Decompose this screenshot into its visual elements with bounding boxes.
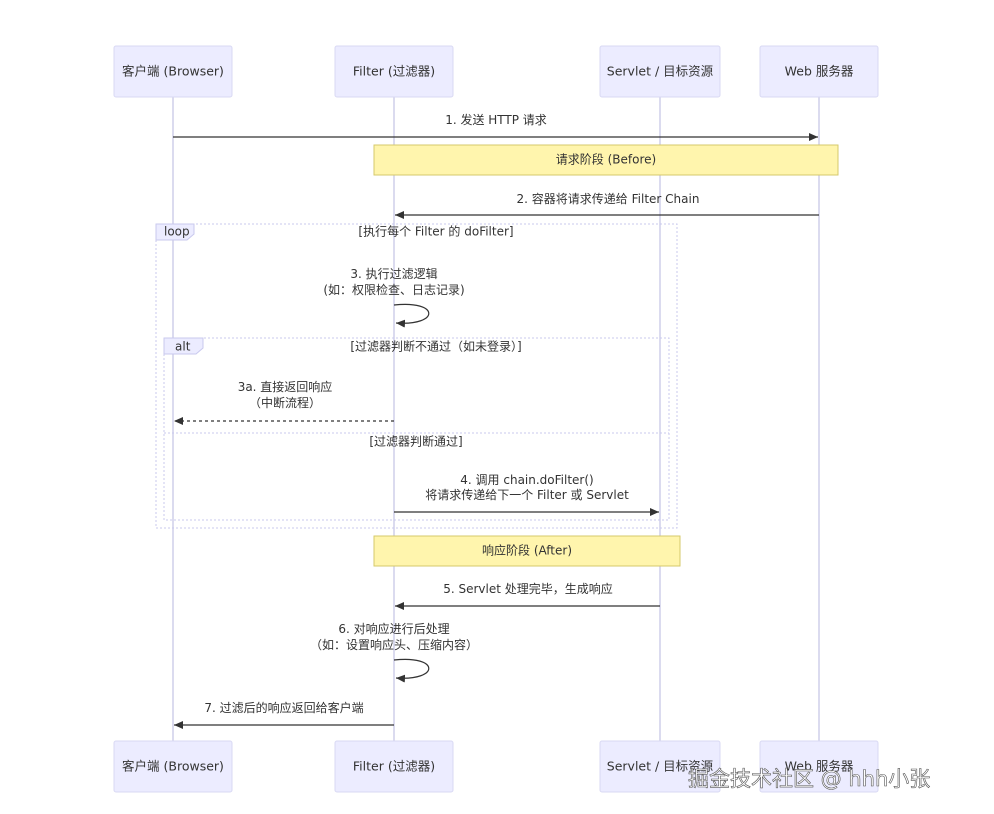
message-3-label-line1: 3. 执行过滤逻辑: [350, 267, 437, 281]
actor-client-bottom: 客户端 (Browser): [113, 740, 233, 793]
message-3-self-arrow: [393, 303, 430, 328]
alt-label: alt: [175, 340, 191, 354]
message-3-label-line2: (如：权限检查、日志记录): [323, 282, 464, 297]
alt-else-condition: [过滤器判断通过]: [369, 434, 462, 449]
message-4-label-line2: 将请求传递给下一个 Filter 或 Servlet: [425, 487, 629, 502]
actor-filter-bottom: Filter (过滤器): [334, 740, 454, 793]
message-6-label-line2: （如：设置响应头、压缩内容）: [310, 637, 478, 652]
message-1-label: 1. 发送 HTTP 请求: [445, 112, 547, 127]
note-after-text: 响应阶段 (After): [482, 543, 572, 558]
actor-filter-top: Filter (过滤器): [334, 45, 454, 98]
message-4-label-line1: 4. 调用 chain.doFilter(): [460, 473, 593, 487]
actor-label: Filter (过滤器): [353, 759, 435, 774]
actor-client-top: 客户端 (Browser): [113, 45, 233, 98]
actor-label: Filter (过滤器): [353, 64, 435, 79]
actor-label: Servlet / 目标资源: [607, 759, 714, 774]
loop-label: loop: [164, 225, 190, 239]
loop-frame: loop [执行每个 Filter 的 doFilter]: [155, 223, 678, 529]
actor-label: 客户端 (Browser): [122, 759, 224, 774]
alt-frame: alt [过滤器判断不通过（如未登录）] [过滤器判断通过]: [163, 337, 670, 521]
actor-label: Servlet / 目标资源: [607, 64, 714, 79]
loop-condition: [执行每个 Filter 的 doFilter]: [358, 224, 513, 239]
message-6-self-arrow: [393, 658, 430, 683]
message-3a-label-line1: 3a. 直接返回响应: [238, 379, 333, 394]
alt-condition: [过滤器判断不通过（如未登录）]: [350, 339, 521, 354]
actor-web-bottom: Web 服务器: [759, 740, 879, 793]
watermark-text: 掘金技术社区 @ hhh小张: [688, 767, 930, 791]
message-5-label: 5. Servlet 处理完毕，生成响应: [443, 581, 613, 596]
actor-label: Web 服务器: [785, 64, 854, 79]
actor-web-top: Web 服务器: [759, 45, 879, 98]
note-after: 响应阶段 (After): [373, 535, 681, 567]
message-6-label-line1: 6. 对响应进行后处理: [338, 621, 449, 636]
actor-servlet-bottom: Servlet / 目标资源: [599, 740, 721, 793]
actor-label: 客户端 (Browser): [122, 64, 224, 79]
actor-label: Web 服务器: [785, 759, 854, 774]
message-3a-label-line2: （中断流程）: [249, 395, 321, 410]
note-before-text: 请求阶段 (Before): [556, 152, 656, 167]
message-2-label: 2. 容器将请求传递给 Filter Chain: [517, 191, 700, 206]
message-7-label: 7. 过滤后的响应返回给客户端: [204, 700, 363, 715]
actor-servlet-top: Servlet / 目标资源: [599, 45, 721, 98]
note-before: 请求阶段 (Before): [373, 144, 839, 176]
